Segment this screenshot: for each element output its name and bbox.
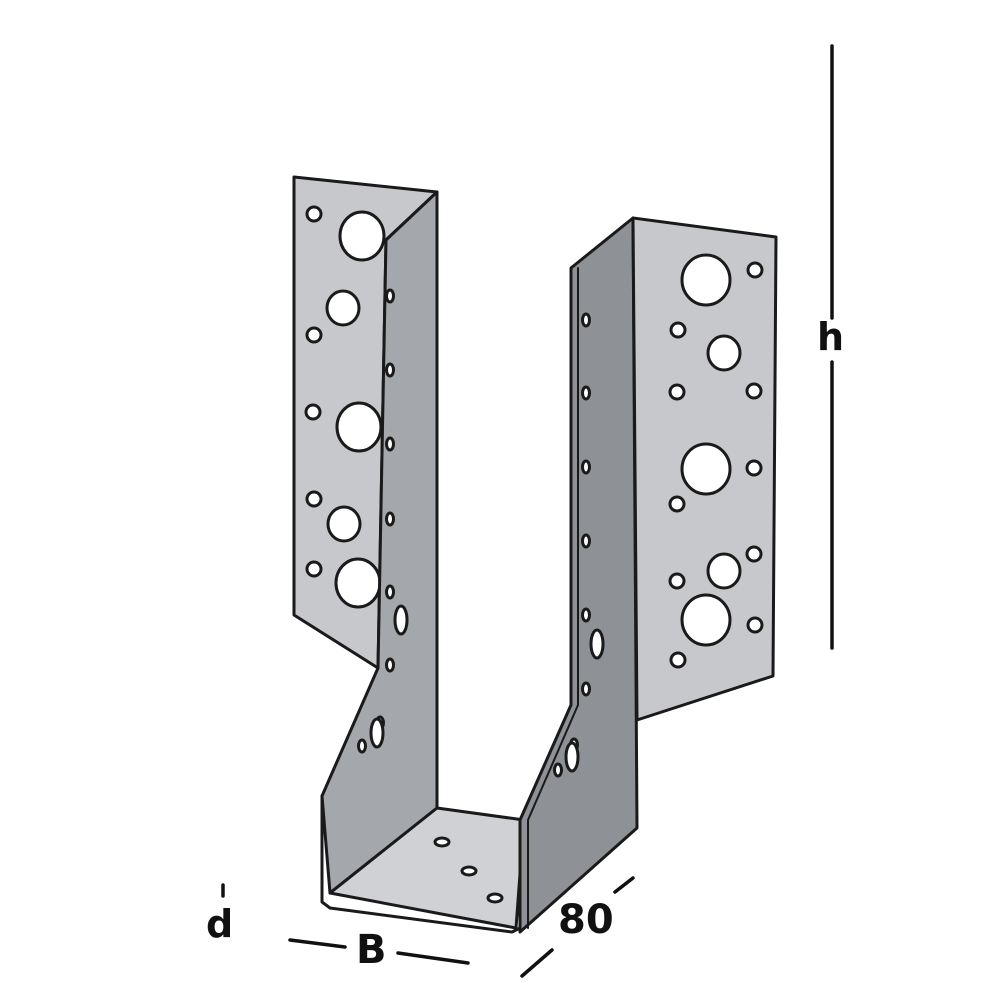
- hole: [680, 253, 732, 307]
- hole: [325, 289, 361, 327]
- hole: [305, 205, 323, 223]
- left-flange: [292, 175, 439, 670]
- hole: [305, 326, 323, 344]
- hole: [393, 604, 409, 636]
- width-dimension-line-left: [288, 938, 347, 949]
- hole: [746, 616, 764, 634]
- hole: [335, 401, 383, 453]
- hole: [334, 557, 382, 609]
- right-wall-edge-highlight: [527, 267, 579, 929]
- hole: [745, 545, 763, 563]
- hole: [706, 334, 742, 372]
- hole: [304, 403, 322, 421]
- right-flange-holes: [668, 253, 764, 669]
- hole: [745, 459, 763, 477]
- hole: [581, 607, 591, 623]
- right-flange: [631, 216, 778, 722]
- hole: [680, 593, 732, 647]
- hole: [706, 552, 742, 590]
- width-dimension-line-right: [396, 951, 470, 965]
- right-side-wall: [518, 216, 639, 934]
- hole: [581, 385, 591, 401]
- right-side-wall-holes: [553, 312, 605, 778]
- hole: [581, 681, 591, 697]
- hole: [385, 436, 395, 452]
- hole: [581, 533, 591, 549]
- hole: [564, 741, 580, 773]
- left-side-wall-holes: [357, 288, 409, 754]
- hole: [338, 210, 386, 262]
- hole: [668, 572, 686, 590]
- left-flange-holes: [304, 205, 386, 609]
- hole: [669, 321, 687, 339]
- dimension-lines: [221, 44, 834, 978]
- hole: [369, 717, 385, 749]
- hole: [581, 312, 591, 328]
- hole: [486, 892, 504, 904]
- hole: [385, 362, 395, 378]
- hole: [668, 495, 686, 513]
- hole: [433, 836, 451, 848]
- depth-label: d: [206, 902, 234, 946]
- hole: [553, 762, 563, 778]
- hole: [385, 657, 395, 673]
- hole: [669, 651, 687, 669]
- hole: [357, 738, 367, 754]
- width-label: B: [356, 927, 387, 973]
- height-label: h: [817, 315, 845, 359]
- length-dimension-line-lower: [520, 948, 554, 978]
- hole: [385, 511, 395, 527]
- base-plate-holes: [433, 836, 504, 904]
- hole: [305, 490, 323, 508]
- hole: [385, 584, 395, 600]
- hole: [668, 383, 686, 401]
- length-label: 80: [558, 897, 614, 943]
- hole: [746, 261, 764, 279]
- hole: [581, 459, 591, 475]
- hole: [460, 865, 478, 877]
- base-front-edge: [320, 794, 522, 934]
- hole: [680, 442, 732, 496]
- hole: [326, 505, 362, 543]
- hole: [745, 382, 763, 400]
- hole: [589, 628, 605, 660]
- length-dimension-line-upper: [613, 876, 635, 894]
- hole: [385, 288, 395, 304]
- hole: [305, 560, 323, 578]
